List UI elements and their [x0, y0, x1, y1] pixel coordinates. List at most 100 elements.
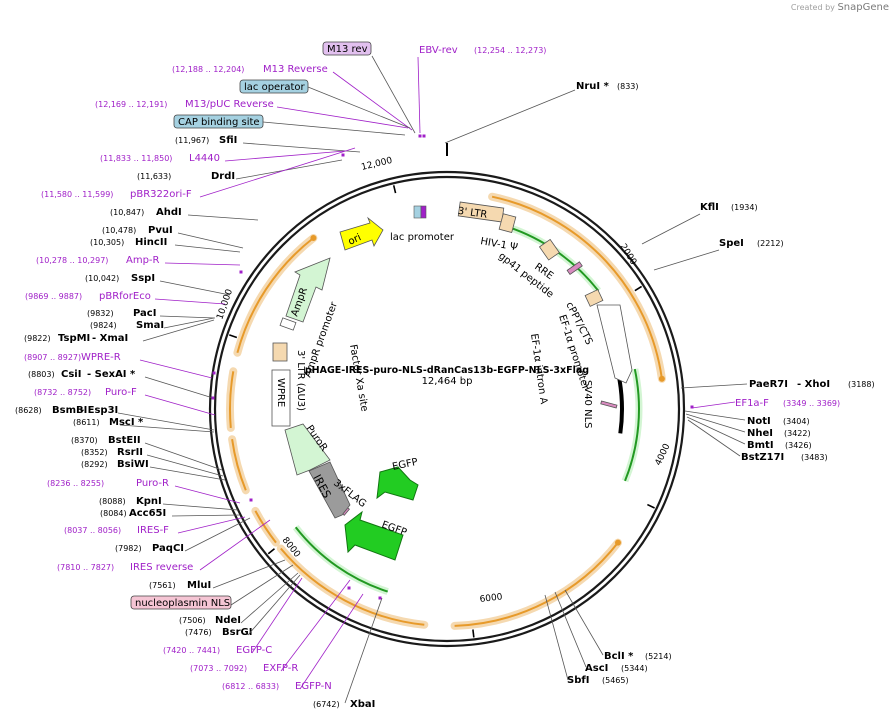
- ltr3-label: 3' LTR: [457, 206, 488, 221]
- ebvrev-coord: (12,254 .. 12,273): [474, 46, 546, 55]
- leader-line-22: [117, 412, 215, 431]
- leader-line-32: [199, 519, 271, 571]
- drdi-coord: (11,633): [137, 172, 171, 181]
- snapgene-logo-text: SnapGene: [837, 2, 889, 13]
- snapgene-branding: Created by SnapGene: [791, 2, 889, 13]
- pbr322-label: pBR322ori-F: [130, 189, 192, 200]
- leader-line-6: [242, 142, 361, 153]
- sexai-label: - SexAI *: [87, 369, 136, 380]
- promoter-arc-2: [294, 526, 389, 593]
- leader-line-47: [685, 413, 746, 433]
- leader-line-34: [230, 564, 294, 606]
- position-tick-label-1: 4000: [654, 442, 673, 467]
- leader-line-11: [177, 232, 244, 249]
- bmti-coord: (3426): [785, 441, 812, 450]
- paer7i-coord: (3188): [848, 380, 875, 389]
- leader-line-46: [684, 410, 746, 421]
- orf-arc-3: [254, 510, 277, 544]
- m13reverse-coord: (12,188 .. 12,204): [172, 65, 244, 74]
- leader-line-31: [184, 517, 251, 552]
- ef1a-promoter-shape: [596, 304, 633, 384]
- bsteii-coord: (8370): [71, 436, 98, 445]
- leader-line-8: [235, 159, 343, 180]
- xmai-label: - XmaI: [92, 333, 128, 344]
- bcli-coord: (5214): [645, 652, 672, 661]
- orf-arrowhead-2: [310, 235, 317, 242]
- ampr-shape: [285, 257, 331, 323]
- hincii-label: HincII: [135, 237, 167, 248]
- leader-line-29: [171, 514, 241, 517]
- leader-line-52: [544, 594, 569, 681]
- l4440-coord: (11,833 .. 11,850): [100, 154, 172, 163]
- smai-label: SmaI: [136, 320, 164, 331]
- iresf-label: IRES-F: [137, 525, 169, 536]
- noti-label: NotI: [747, 416, 771, 427]
- hiv-psi-box: [498, 213, 517, 234]
- csii-label: CsiI: [61, 369, 81, 380]
- feature-label-facxa: Factor Xa site: [347, 344, 370, 413]
- backbone-inner-ring: [213, 175, 681, 643]
- leader-line-25: [146, 454, 224, 477]
- feature-label-lac-promoter: lac promoter: [390, 232, 455, 243]
- plasmid-name: pHAGE-IRES-puro-NLS-dRanCas13b-EGFP-NLS-…: [305, 365, 589, 376]
- leader-line-5: [262, 121, 406, 136]
- leader-line-19: [139, 359, 213, 379]
- bsteii-label: BstEII: [108, 435, 141, 446]
- bsiwi-label: BsiWI: [117, 459, 149, 470]
- rsrii-coord: (8352): [81, 448, 108, 457]
- kfli-coord: (1934): [731, 203, 758, 212]
- lac-operator-label: lac operator: [244, 82, 305, 93]
- lac-primer-box: [420, 205, 427, 219]
- leader-line-43: [653, 249, 720, 271]
- leader-line-38: [280, 579, 351, 672]
- leader-line-26: [149, 466, 226, 481]
- leader-line-23: [119, 424, 215, 433]
- leader-line-37: [251, 577, 303, 654]
- leader-line-48: [686, 416, 746, 445]
- iresrev-label: IRES reverse: [130, 562, 193, 573]
- sv40-nls-box: [600, 400, 618, 409]
- egfp-arrow-1: [376, 466, 419, 501]
- msci-coord: (8611): [73, 418, 100, 427]
- ef1a-intron-bracket: [617, 378, 624, 434]
- leader-line-17: [163, 317, 215, 329]
- nls-label: nucleoplasmin NLS: [135, 598, 230, 609]
- sbfi-coord: (5465): [602, 676, 629, 685]
- feature-label-sv40nls: SV40 NLS: [582, 380, 593, 429]
- position-tick-5: [392, 185, 397, 194]
- xbai-coord: (6742): [313, 700, 340, 709]
- cap-label: CAP binding site: [178, 117, 260, 128]
- site-marker-6: [249, 498, 253, 502]
- noti-coord: (3404): [783, 417, 810, 426]
- purof-coord: (8732 .. 8752): [34, 388, 91, 397]
- sspi-label: SspI: [131, 273, 155, 284]
- tspmi-label: TspMI: [58, 333, 90, 344]
- leader-line-24: [144, 442, 223, 471]
- exfpr-label: EXFP-R: [263, 663, 298, 674]
- puror-coord: (8236 .. 8255): [47, 479, 104, 488]
- leader-line-7: [224, 150, 346, 162]
- cppt-box: [584, 289, 604, 307]
- position-tick-3: [267, 548, 275, 555]
- m13rev-label-box: [322, 41, 372, 56]
- pvui-coord: (10,478): [102, 226, 136, 235]
- promoter-arc-1: [624, 368, 640, 482]
- leader-line-13: [164, 262, 241, 266]
- m13rev-label: M13 rev: [327, 44, 368, 55]
- position-tick-2: [472, 629, 475, 638]
- xhoi-label: - XhoI: [797, 379, 830, 390]
- spei-coord: (2212): [757, 239, 784, 248]
- leader-line-18: [142, 319, 215, 342]
- bsrgi-label: BsrGI: [222, 627, 252, 638]
- mlui-label: MluI: [187, 580, 211, 591]
- ndei-coord: (7506): [179, 616, 206, 625]
- csii-coord: (8803): [28, 370, 55, 379]
- leader-line-51: [554, 591, 587, 668]
- ampr-coord: (10,278 .. 10,297): [36, 256, 108, 265]
- facxa-box: [279, 317, 297, 331]
- asci-coord: (5344): [621, 664, 648, 673]
- kfli-label: KflI: [700, 202, 719, 213]
- leader-line-2: [332, 71, 413, 131]
- paqci-coord: (7982): [115, 544, 142, 553]
